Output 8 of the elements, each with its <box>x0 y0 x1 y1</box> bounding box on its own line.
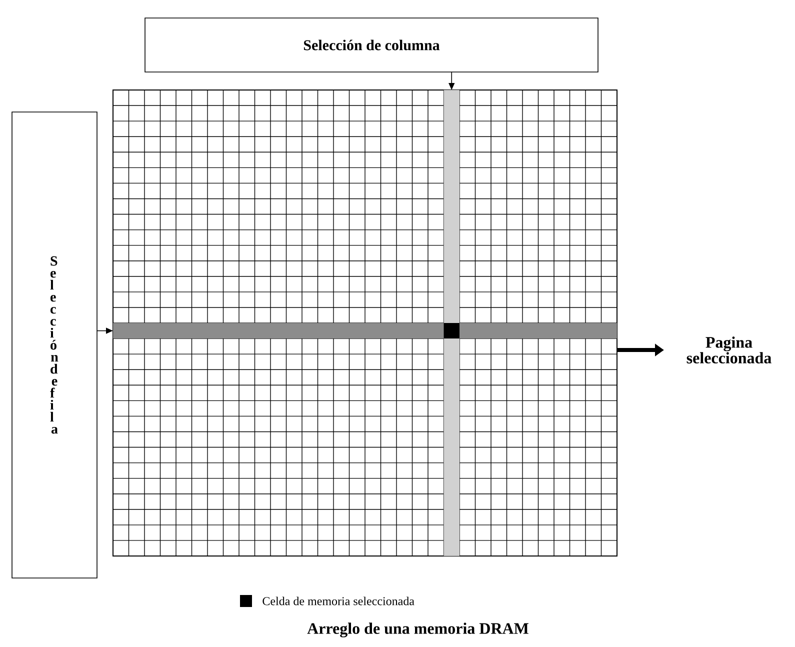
selected-column <box>444 90 460 556</box>
caption: Arreglo de una memoria DRAM <box>307 622 528 638</box>
label-box: Selección de columna <box>144 18 598 72</box>
memory-grid <box>112 90 618 556</box>
selected-row <box>113 323 617 339</box>
output-label: Pagina seleccionada <box>686 336 772 364</box>
label-box: Selección de fila <box>12 112 98 578</box>
legend-text: Celda de memoria seleccionada <box>262 596 414 606</box>
